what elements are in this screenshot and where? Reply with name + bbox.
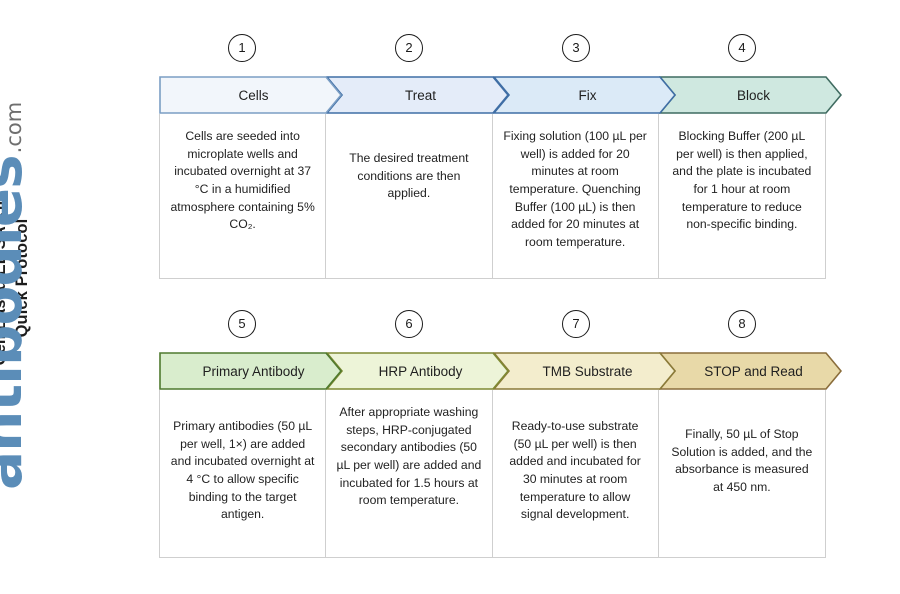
step-number-group-2: 5 6 7 8 <box>159 310 826 352</box>
chevron-label: Block <box>736 87 770 103</box>
description-cell: After appropriate washing steps, HRP-con… <box>326 390 493 557</box>
description-text: Ready-to-use substrate (50 µL per well) … <box>509 419 641 522</box>
chevron-label: Cells <box>238 87 269 103</box>
brand-logo-word: antibodies <box>0 155 35 490</box>
page-title-line-1: Cell Based ELISA Kits <box>0 190 9 366</box>
description-row-1: Cells are seeded into microplate wells a… <box>159 114 826 279</box>
chevron-label: HRP Antibody <box>378 363 463 379</box>
brand-logo: antibodies .com <box>0 102 92 490</box>
chevron-step-6[interactable]: HRP Antibody <box>326 352 509 390</box>
step-number-badge: 7 <box>562 310 590 338</box>
page-title-line-2: Quick Protocol <box>12 218 31 338</box>
chevron-group-1: Cells Treat Fix Block <box>159 76 842 114</box>
chevron-shape-icon <box>159 352 342 390</box>
protocol-row-1: 1 2 3 4 Cells Treat Fix Block <box>159 34 842 279</box>
chevron-step-8[interactable]: STOP and Read <box>659 352 842 390</box>
description-text: Finally, 50 µL of Stop Solution is added… <box>671 427 813 495</box>
step-number-badge: 3 <box>562 34 590 62</box>
chevron-step-2[interactable]: Treat <box>326 76 509 114</box>
protocol-row-2: 5 6 7 8 Primary Antibody HRP Antibody TM… <box>159 310 842 558</box>
description-cell: Cells are seeded into microplate wells a… <box>160 114 327 278</box>
description-text: Primary antibodies (50 µL per well, 1×) … <box>170 419 315 522</box>
chevron-shape-icon <box>159 76 342 114</box>
chevron-label: TMB Substrate <box>542 363 633 379</box>
page-title: Cell Based ELISA Kits Quick Protocol <box>0 0 150 366</box>
chevron-step-5[interactable]: Primary Antibody <box>159 352 342 390</box>
step-number-badge: 8 <box>728 310 756 338</box>
chevron-label: Primary Antibody <box>202 363 305 379</box>
chevron-shape-icon <box>493 76 676 114</box>
chevron-shape-icon <box>493 352 676 390</box>
step-number-badge: 2 <box>395 34 423 62</box>
step-number-badge: 1 <box>228 34 256 62</box>
description-text: Cells are seeded into microplate wells a… <box>170 129 315 232</box>
chevron-label: STOP and Read <box>704 363 803 379</box>
chevron-step-1[interactable]: Cells <box>159 76 342 114</box>
chevron-shape-icon <box>326 76 509 114</box>
description-text: Fixing solution (100 µL per well) is add… <box>503 129 647 250</box>
description-text: After appropriate washing steps, HRP-con… <box>336 405 482 508</box>
chevron-step-4[interactable]: Block <box>659 76 842 114</box>
chevron-group-2: Primary Antibody HRP Antibody TMB Substr… <box>159 352 842 390</box>
description-cell: Blocking Buffer (200 µL per well) is the… <box>659 114 825 278</box>
step-number-badge: 6 <box>395 310 423 338</box>
chevron-step-3[interactable]: Fix <box>493 76 676 114</box>
description-row-2: Primary antibodies (50 µL per well, 1×) … <box>159 390 826 558</box>
description-text: Blocking Buffer (200 µL per well) is the… <box>672 129 812 232</box>
brand-logo-tld: .com <box>2 101 26 154</box>
chevron-label: Fix <box>578 87 597 103</box>
chevron-shape-icon <box>326 352 509 390</box>
chevron-step-7[interactable]: TMB Substrate <box>493 352 676 390</box>
description-cell: Finally, 50 µL of Stop Solution is added… <box>659 390 825 557</box>
chevron-label: Treat <box>404 87 436 103</box>
step-number-badge: 5 <box>228 310 256 338</box>
description-text: The desired treatment conditions are the… <box>349 151 469 201</box>
description-cell: Ready-to-use substrate (50 µL per well) … <box>493 390 659 557</box>
step-number-badge: 4 <box>728 34 756 62</box>
description-cell: Primary antibodies (50 µL per well, 1×) … <box>160 390 327 557</box>
step-number-group-1: 1 2 3 4 <box>159 34 826 76</box>
description-cell: Fixing solution (100 µL per well) is add… <box>493 114 659 278</box>
description-cell: The desired treatment conditions are the… <box>326 114 493 278</box>
